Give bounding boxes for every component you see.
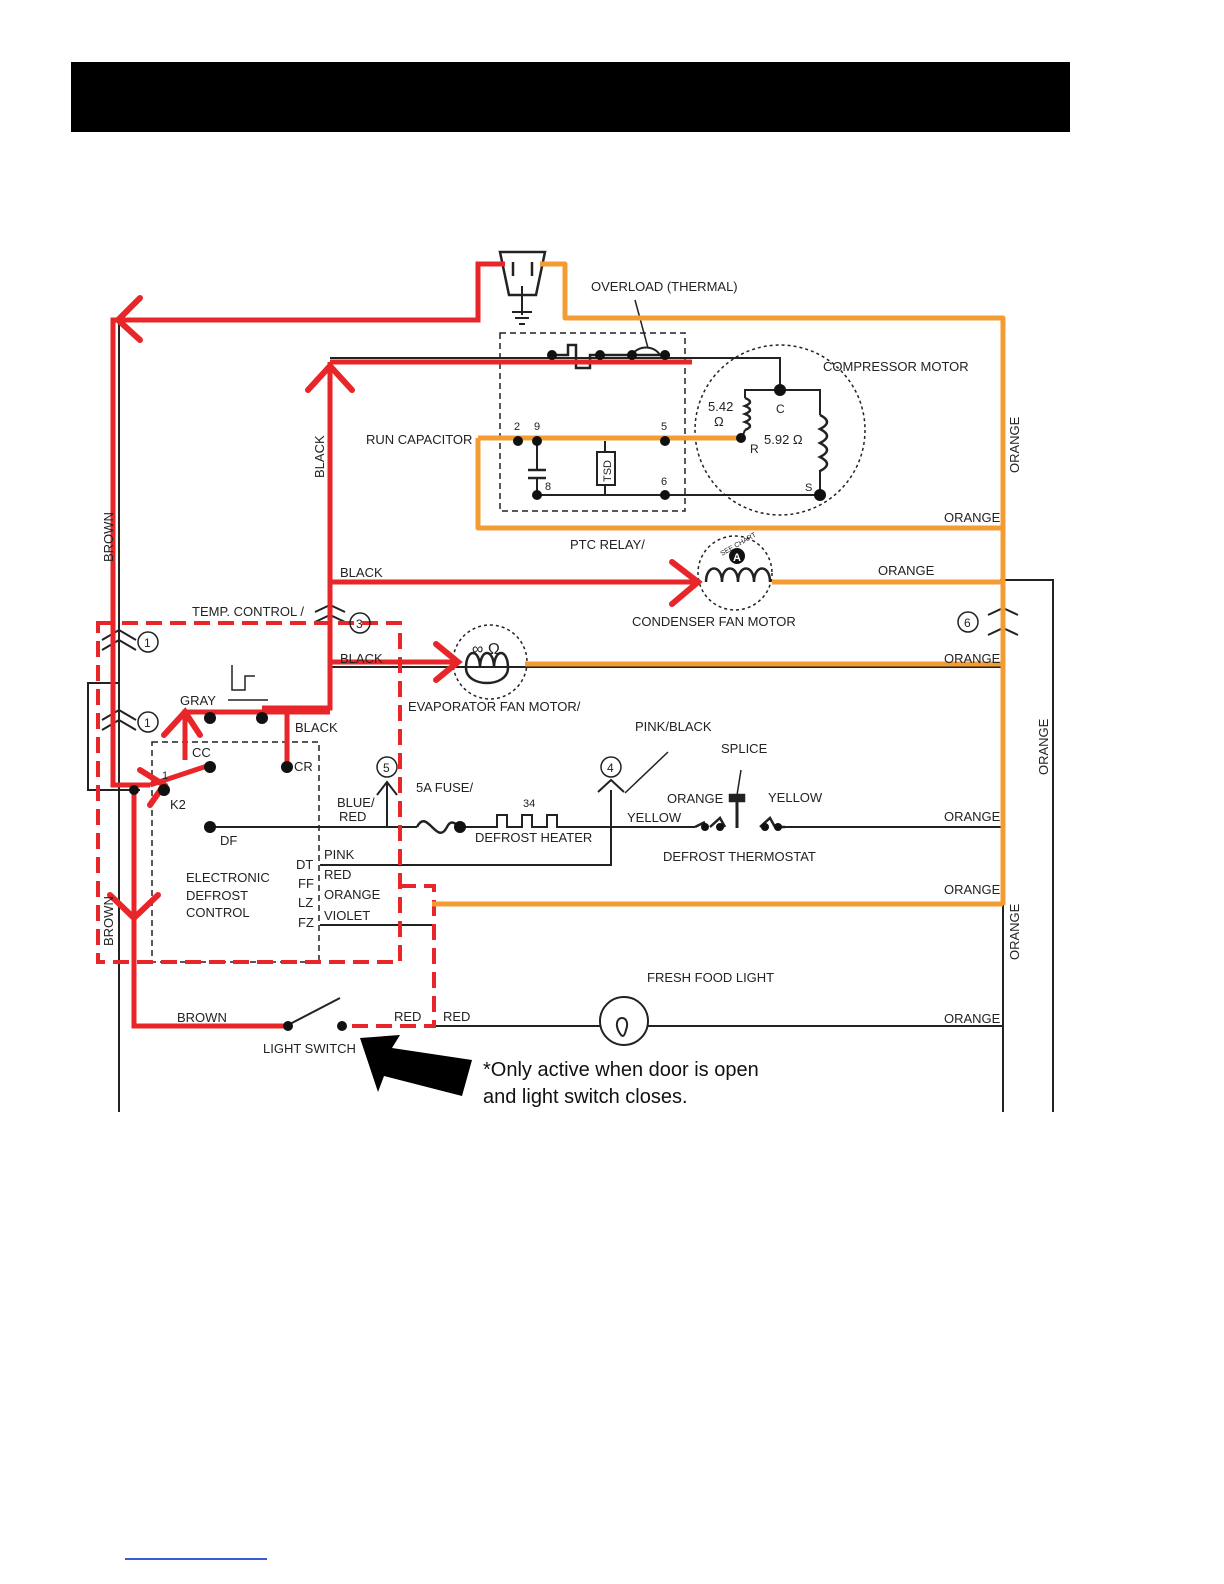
label-pink-black: PINK/BLACK xyxy=(635,719,712,734)
dashed-boxes xyxy=(96,332,866,1028)
label-ff: FF xyxy=(298,876,314,891)
label-orange-right-1: ORANGE xyxy=(1007,416,1022,473)
label-pin-2: 2 xyxy=(514,421,520,433)
label-res-start-unit: Ω xyxy=(714,414,724,429)
label-orange-lz-line: ORANGE xyxy=(944,882,1001,897)
label-df: DF xyxy=(220,833,237,848)
label-red-switch: RED xyxy=(394,1009,421,1024)
label-fresh-food-light: FRESH FOOD LIGHT xyxy=(647,970,774,985)
circled-numbers xyxy=(137,611,979,778)
label-res-run: 5.92 Ω xyxy=(764,432,803,447)
label-orange-top: ORANGE xyxy=(944,510,1001,525)
label-term-r: R xyxy=(750,442,759,456)
label-lz: LZ xyxy=(298,895,313,910)
label-orange-heater-line: ORANGE xyxy=(944,809,1001,824)
label-chart-ref: A xyxy=(733,552,741,564)
label-compressor-motor: COMPRESSOR MOTOR xyxy=(823,359,969,374)
label-circle-3: 3 xyxy=(356,617,363,631)
label-black-vertical: BLACK xyxy=(312,435,327,478)
label-orange-evap: ORANGE xyxy=(944,651,1001,666)
label-orange-right-2: ORANGE xyxy=(1036,718,1051,775)
label-dt: DT xyxy=(296,857,313,872)
label-black-cr: BLACK xyxy=(295,720,338,735)
label-red: RED xyxy=(324,867,351,882)
label-cc: CC xyxy=(192,745,211,760)
label-red-light: RED xyxy=(443,1009,470,1024)
label-violet: VIOLET xyxy=(324,908,370,923)
note-line-2: and light switch closes. xyxy=(483,1086,688,1108)
label-brown-bottom: BROWN xyxy=(101,896,116,946)
label-black-evap: BLACK xyxy=(340,651,383,666)
label-orange-light: ORANGE xyxy=(944,1011,1001,1026)
label-edc-1: ELECTRONIC xyxy=(186,870,270,885)
label-splice: SPLICE xyxy=(721,741,768,756)
footer-link-underline[interactable] xyxy=(125,1558,267,1560)
label-condenser-fan-motor: CONDENSER FAN MOTOR xyxy=(632,614,796,629)
label-run-capacitor: RUN CAPACITOR xyxy=(366,432,472,447)
label-heater-value: 34 xyxy=(523,798,535,810)
label-fuse: 5A FUSE/ xyxy=(416,780,473,795)
label-pin-5: 5 xyxy=(661,421,667,433)
label-brown-switch: BROWN xyxy=(177,1010,227,1025)
label-cr: CR xyxy=(294,759,313,774)
label-orange-thermo: ORANGE xyxy=(667,791,724,806)
label-defrost-heater: DEFROST HEATER xyxy=(475,830,592,845)
label-k2: K2 xyxy=(170,797,186,812)
label-res-start: 5.42 xyxy=(708,399,733,414)
label-edc-3: CONTROL xyxy=(186,905,250,920)
label-blue-red-2: RED xyxy=(339,809,366,824)
label-yellow-thermo: YELLOW xyxy=(768,790,823,805)
label-defrost-thermostat: DEFROST THERMOSTAT xyxy=(663,849,816,864)
label-circle-5: 5 xyxy=(383,761,390,775)
label-black-condenser: BLACK xyxy=(340,565,383,580)
label-orange-right-3: ORANGE xyxy=(1007,903,1022,960)
label-yellow-left: YELLOW xyxy=(627,810,682,825)
label-ptc-relay: PTC RELAY/ xyxy=(570,537,645,552)
label-tsd: TSD xyxy=(602,460,614,482)
label-blue-red-1: BLUE/ xyxy=(337,795,375,810)
label-gray: GRAY xyxy=(180,693,216,708)
component-symbols xyxy=(228,250,829,1046)
label-circle-4: 4 xyxy=(607,761,614,775)
thin-wires xyxy=(87,320,1054,1112)
label-evaporator-fan-motor: EVAPORATOR FAN MOTOR/ xyxy=(408,699,581,714)
label-k2-pin: 1 xyxy=(162,770,168,782)
label-term-s: S xyxy=(805,482,812,494)
label-circle-6: 6 xyxy=(964,616,971,630)
label-overload: OVERLOAD (THERMAL) xyxy=(591,279,738,294)
header-bar xyxy=(71,62,1070,132)
label-edc-2: DEFROST xyxy=(186,888,248,903)
orange-wires xyxy=(432,261,1006,907)
labels: OVERLOAD (THERMAL) COMPRESSOR MOTOR RUN … xyxy=(101,279,1051,1108)
label-pin-6: 6 xyxy=(661,476,667,488)
label-circle-1a: 1 xyxy=(144,636,151,650)
label-circle-1b: 1 xyxy=(144,716,151,730)
label-temp-control: TEMP. CONTROL / xyxy=(192,604,304,619)
label-light-switch: LIGHT SWITCH xyxy=(263,1041,356,1056)
label-pink: PINK xyxy=(324,847,355,862)
label-orange-condenser: ORANGE xyxy=(878,563,935,578)
label-evap-symbol: ∞ Ω xyxy=(472,641,500,658)
terminals xyxy=(129,350,826,1031)
label-pin-8: 8 xyxy=(545,481,551,493)
label-pin-9: 9 xyxy=(534,421,540,433)
label-term-c: C xyxy=(776,402,785,416)
label-brown-top: BROWN xyxy=(101,512,116,562)
note-line-1: *Only active when door is open xyxy=(483,1059,759,1081)
note-arrow xyxy=(360,1035,472,1096)
label-orange-wire: ORANGE xyxy=(324,887,381,902)
label-fz: FZ xyxy=(298,915,314,930)
